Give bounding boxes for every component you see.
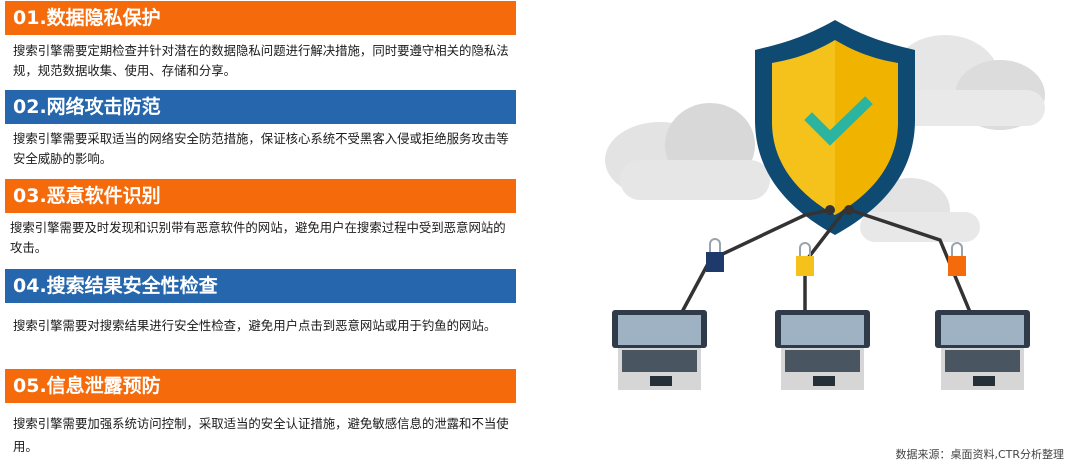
cloud-left-icon <box>605 103 770 200</box>
security-illustration <box>605 20 1045 390</box>
section-4-title: 04.搜索结果安全性检查 <box>5 269 516 303</box>
section-2-title: 02.网络攻击防范 <box>5 90 516 124</box>
cloud-right-icon <box>860 178 980 242</box>
section-3-title: 03.恶意软件识别 <box>5 179 516 213</box>
shield-icon <box>755 20 915 235</box>
section-1-desc: 搜索引擎需要定期检查并针对潜在的数据隐私问题进行解决措施，同时要遵守相关的隐私法… <box>13 43 509 78</box>
lock-icon <box>796 242 814 276</box>
section-4-desc: 搜索引擎需要对搜索结果进行安全性检查，避免用户点击到恶意网站或用于钓鱼的网站。 <box>13 318 497 333</box>
lock-icon <box>706 238 724 272</box>
section-5-desc: 搜索引擎需要加强系统访问控制，采取适当的安全认证措施，避免敏感信息的泄露和不当使… <box>13 416 509 454</box>
laptop-icon <box>935 310 1030 390</box>
section-5-title: 05.信息泄露预防 <box>5 369 516 403</box>
data-source-note: 数据来源：桌面资料,CTR分析整理 <box>895 448 1064 461</box>
cloud-top-right-icon <box>875 35 1045 130</box>
section-3-desc: 搜索引擎需要及时发现和识别带有恶意软件的网站，避免用户在搜索过程中受到恶意网站的… <box>10 220 506 255</box>
laptop-icon <box>775 310 870 390</box>
laptop-icon <box>612 310 707 390</box>
lock-icon <box>948 242 966 276</box>
section-1-title: 01.数据隐私保护 <box>5 1 516 35</box>
section-2-desc: 搜索引擎需要采取适当的网络安全防范措施，保证核心系统不受黑客入侵或拒绝服务攻击等… <box>13 131 509 166</box>
